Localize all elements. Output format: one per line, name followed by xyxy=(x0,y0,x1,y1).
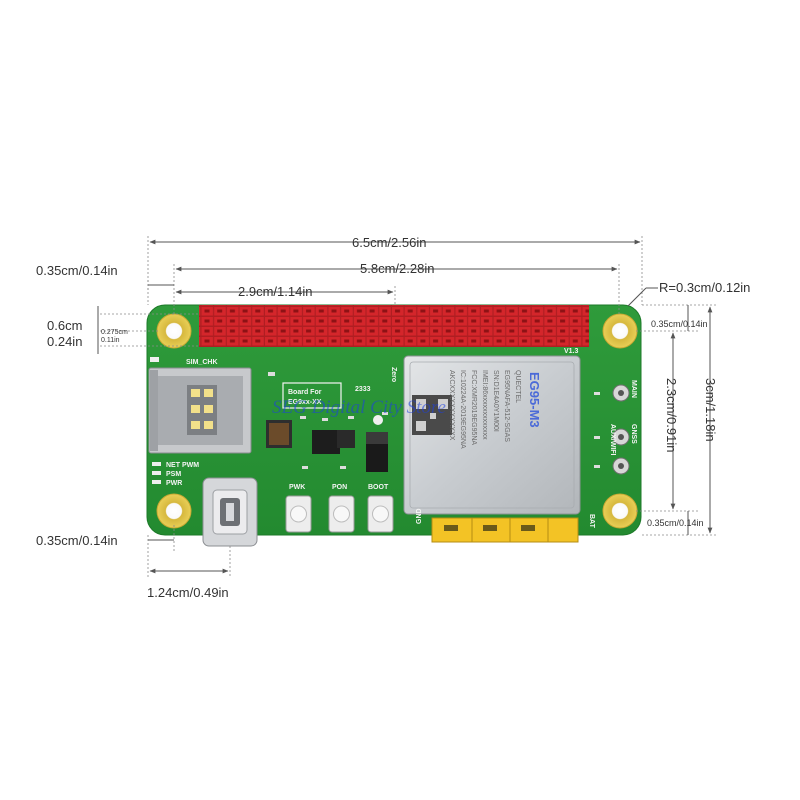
header-offset-dim: 2.9cm/1.14in xyxy=(238,284,312,299)
mounting-hole-bottom-right xyxy=(602,493,638,529)
mounting-hole-top-left xyxy=(156,313,192,349)
board-for-label: Board For xyxy=(288,389,322,396)
pon-button[interactable] xyxy=(328,495,355,533)
psm-label: PSM xyxy=(166,471,181,478)
gnd-label: GND xyxy=(416,508,423,524)
overall-width-dim: 6.5cm/2.56in xyxy=(352,235,426,250)
antenna-connector-aux xyxy=(612,428,630,446)
header-height-in-dim: 0.24in xyxy=(47,334,82,349)
hole-offset-small-cm-dim: 0.275cm xyxy=(101,329,128,336)
module-label-line: IMEI:86xxxxxxxxxxxxx xyxy=(481,370,488,440)
zero-label: Zero xyxy=(390,367,397,382)
header-height-cm-dim: 0.6cm xyxy=(47,318,82,333)
module-title: EG95-M3 xyxy=(527,372,542,428)
module-label-line: QUECTEL xyxy=(514,370,521,403)
module-label-line: AKCXXXXXXXXXXXX xyxy=(448,370,455,441)
corner-radius-dim: R=0.3cm/0.12in xyxy=(659,280,750,295)
boot-button[interactable] xyxy=(367,495,394,533)
aux-label: AUX/WIFI xyxy=(609,424,616,456)
overall-height-dim: 3cm/1.18in xyxy=(703,378,718,442)
boot-label: BOOT xyxy=(368,484,389,491)
bat-label: BAT xyxy=(588,514,595,529)
sim-card-socket xyxy=(148,367,252,454)
store-watermark: SEG Digital City Store xyxy=(272,397,446,418)
sim-chk-label: SIM_CHK xyxy=(186,359,218,366)
module-label-line: EG95NAFA-512-SGAS xyxy=(503,370,510,442)
module-label-lines: QUECTEL EG95NAFA-512-SGAS SN:D1E4A0Y1M00I I… xyxy=(448,370,521,449)
left-margin-bottom-dim: 0.35cm/0.14in xyxy=(36,533,118,548)
pcb-board: SIM_CHK NET PWM PSM PWR Board For EG9xx-… xyxy=(146,304,642,547)
pwk-label: PWK xyxy=(289,484,305,491)
version-label: V1.3 xyxy=(564,348,579,355)
dimension-annotations xyxy=(97,236,716,578)
mounting-hole-bottom-left xyxy=(156,493,192,529)
usb-c-port[interactable] xyxy=(202,477,258,547)
battery-connectors xyxy=(431,517,579,543)
hole-pitch-y-dim: 2.3cm/0.91in xyxy=(664,378,679,452)
right-hole-top-dim: 0.35cm/0.14in xyxy=(651,319,708,329)
gnss-label: GNSS xyxy=(630,424,637,444)
passive-components xyxy=(266,372,388,472)
right-hole-bottom-dim: 0.35cm/0.14in xyxy=(647,518,704,528)
module-label-line: FCC:XMR2019EG95NA xyxy=(470,370,477,445)
module-label-line: IC:10224A-2019EG95NA xyxy=(459,370,466,449)
module-label-line: SN:D1E4A0Y1M00I xyxy=(492,370,499,432)
antenna-connector-main xyxy=(612,384,630,402)
lte-module: EG95-M3 xyxy=(403,355,581,515)
pwr-label: PWR xyxy=(166,480,182,487)
pwk-button[interactable] xyxy=(285,495,312,533)
antenna-connector-gnss xyxy=(612,457,630,475)
left-margin-top-dim: 0.35cm/0.14in xyxy=(36,263,118,278)
mounting-hole-top-right xyxy=(602,313,638,349)
pon-label: PON xyxy=(332,484,347,491)
main-label: MAIN xyxy=(630,380,637,398)
usb-offset-dim: 1.24cm/0.49in xyxy=(147,585,229,600)
hole-pitch-x-dim: 5.8cm/2.28in xyxy=(360,261,434,276)
board-model-label: EG9xx-XX xyxy=(288,399,322,406)
status-leds: NET PWM PSM PWR xyxy=(152,462,199,487)
hole-offset-small-in-dim: 0.11in xyxy=(101,337,120,344)
board-code-label: 2333 xyxy=(355,386,371,393)
net-pwm-label: NET PWM xyxy=(166,462,199,469)
